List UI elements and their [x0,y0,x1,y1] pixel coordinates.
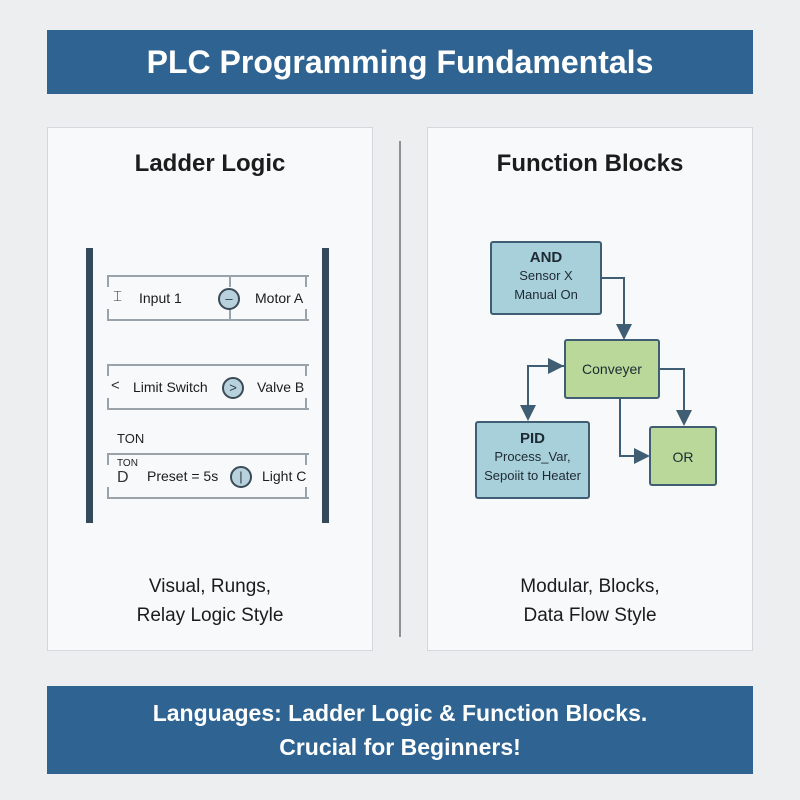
ladder-logic-title: Ladder Logic [134,150,286,177]
ladder-rung-2: < Limit Switch > Valve B [107,364,309,410]
ladder-rung-1: ⌶ Input 1 – Motor A [107,275,309,321]
conveyer-block: Conveyer [564,339,660,399]
caption-line: Visual, Rungs, [148,576,272,597]
left-power-rail [86,248,93,523]
block-text: Manual On [514,287,578,302]
and-block: AND Sensor X Manual On [490,241,602,315]
caption-line: Relay Logic Style [136,605,284,626]
panel-divider [399,141,401,637]
block-title: PID [519,430,545,447]
coil-icon: | [230,466,252,488]
title-banner: PLC Programming Fundamentals [47,30,753,94]
pid-block: PID Process_Var, Sepoiit to Heater [475,421,590,499]
timer-block-label: TON [117,431,145,446]
block-text: Sensor X [519,268,573,283]
timer-inner-label: TON [117,458,138,469]
block-text: OR [672,449,694,465]
rung-output-label: Light C [262,468,307,484]
function-blocks-caption: Modular, Blocks, Data Flow Style [428,572,752,630]
rung-input-label: Limit Switch [133,379,208,395]
ladder-rung-3: TON D Preset = 5s | Light C [107,453,309,499]
block-text: Sepoiit to Heater [484,468,581,483]
limit-contact-icon: < [111,377,120,394]
coil-icon: > [222,377,244,399]
rung-output-label: Motor A [255,290,304,306]
or-block: OR [649,426,717,486]
caption-line: Modular, Blocks, [520,576,660,597]
ladder-logic-caption: Visual, Rungs, Relay Logic Style [48,572,372,630]
footer-line: Languages: Ladder Logic & Function Block… [152,700,648,726]
rung-output-label: Valve B [257,379,305,395]
normally-open-contact-icon: ⌶ [113,288,123,305]
block-text: Conveyer [582,361,642,377]
page-title: PLC Programming Fundamentals [146,43,654,80]
rung-input-label: Input 1 [139,290,182,306]
coil-icon: – [218,288,240,310]
block-text: Process_Var, [494,449,571,464]
footer-banner: Languages: Ladder Logic & Function Block… [47,686,753,774]
footer-line: Crucial for Beginners! [279,734,521,760]
right-power-rail [322,248,329,523]
ladder-logic-panel: Ladder Logic Visual, Rungs, Relay Logic … [47,127,373,651]
block-title: AND [529,249,563,266]
caption-line: Data Flow Style [523,605,657,626]
timer-contact-icon: D [117,469,129,486]
function-blocks-title: Function Blocks [496,150,684,177]
rung-input-label: Preset = 5s [147,468,219,484]
